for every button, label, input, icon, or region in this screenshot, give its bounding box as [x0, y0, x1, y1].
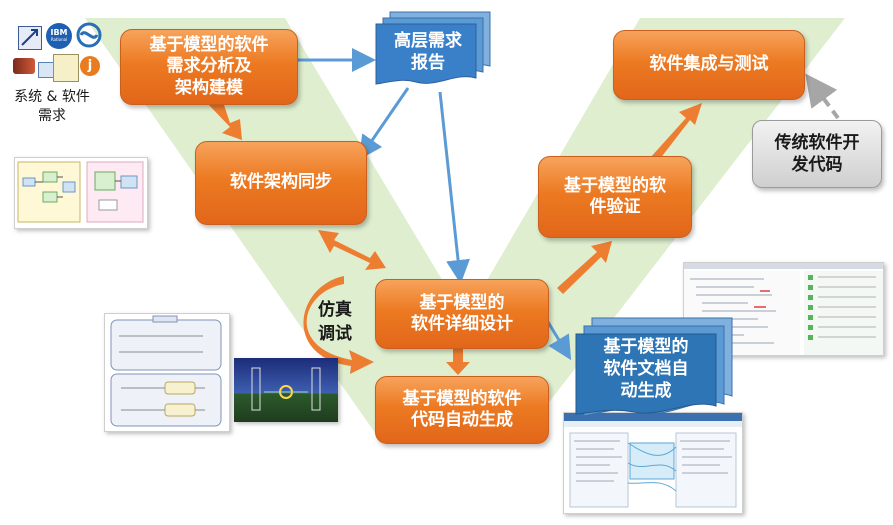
integration-test-box[interactable]: 软件集成与测试 — [613, 30, 805, 100]
java-logo-icon: j — [80, 56, 100, 76]
side-label-system-software-requirements: 系统 & 软件 需求 — [14, 89, 90, 124]
simulation-curved-arrow — [303, 276, 374, 374]
state-machine-thumbnail — [104, 313, 230, 432]
document-tool-icon — [53, 54, 79, 82]
arrow-design-to-verify — [557, 241, 612, 294]
v-shape-background — [85, 18, 845, 440]
doc-generation-document-icon — [575, 317, 733, 417]
arrow-design-to-code — [446, 347, 470, 375]
chart-tool-icon — [38, 62, 54, 78]
arrow-report-to-design — [438, 91, 471, 284]
arrow-report-to-arch — [358, 87, 410, 160]
arrow-traditional-to-integration — [805, 73, 840, 120]
arrow-design-to-doc — [546, 321, 572, 361]
document-generation-thumbnail — [563, 412, 743, 514]
verification-box[interactable]: 基于模型的软 件验证 — [538, 156, 692, 238]
arrow-verify-to-integration — [650, 103, 702, 164]
high-level-report-label: 高层需求 报告 — [394, 31, 462, 74]
ibm-logo-text: IBM — [50, 28, 68, 37]
arrow-req-to-arch — [209, 105, 242, 140]
traditional-code-box[interactable]: 传统软件开 发代码 — [752, 120, 882, 188]
high-level-report-document-icon — [375, 11, 491, 85]
simulation-debug-label: 仿真 调试 — [318, 300, 352, 344]
rational-logo-text: Rational — [50, 37, 68, 42]
flight-simulation-thumbnail — [234, 358, 338, 422]
system-logo-icon — [18, 26, 42, 50]
architecture-sync-box[interactable]: 软件架构同步 — [195, 141, 367, 225]
code-generation-box[interactable]: 基于模型的软件 代码自动生成 — [375, 376, 549, 444]
java-logo-text: j — [87, 58, 93, 73]
knot-logo-icon — [76, 22, 102, 52]
requirements-model-thumbnail — [14, 157, 148, 229]
detailed-design-box[interactable]: 基于模型的 软件详细设计 — [375, 279, 549, 349]
tool-logo-icon — [13, 58, 35, 74]
ibm-rational-logo-icon: IBM Rational — [46, 23, 72, 49]
requirements-modeling-box[interactable]: 基于模型的软件 需求分析及 架构建模 — [120, 29, 298, 105]
doc-generation-label: 基于模型的 软件文档自 动生成 — [603, 337, 689, 402]
arrow-arch-design-bidirectional — [318, 230, 386, 270]
